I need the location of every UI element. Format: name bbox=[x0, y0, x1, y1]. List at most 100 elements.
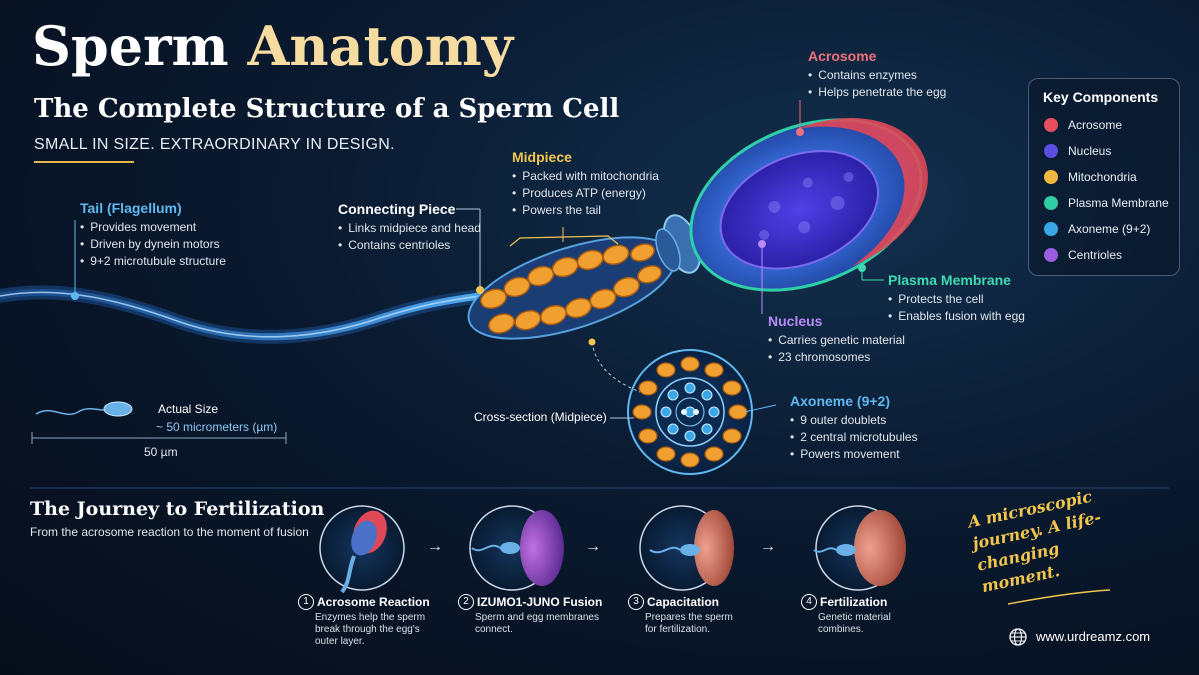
nucleus-points: Carries genetic material 23 chromosomes bbox=[768, 332, 905, 366]
membrane-points: Protects the cell Enables fusion with eg… bbox=[888, 291, 1025, 325]
axoneme-label-block: Axoneme (9+2) 9 outer doublets 2 central… bbox=[790, 393, 918, 463]
quote-underline bbox=[1007, 589, 1111, 605]
journey-subtitle: From the acrosome reaction to the moment… bbox=[30, 525, 309, 539]
arrow-icon: → bbox=[760, 538, 776, 555]
journey-title: The Journey to Fertilization bbox=[30, 498, 325, 520]
acrosome-label: Acrosome bbox=[808, 48, 877, 64]
legend-item: Acrosome bbox=[1044, 116, 1122, 134]
midpiece bbox=[467, 236, 677, 340]
tail-label-block: Tail (Flagellum) Provides movement Drive… bbox=[80, 200, 226, 270]
list-item: Protects the cell bbox=[888, 291, 1025, 308]
step-desc: Sperm and egg membranes bbox=[475, 612, 599, 623]
legend-label: Acrosome bbox=[1068, 118, 1123, 132]
list-item: Enables fusion with egg bbox=[888, 308, 1025, 325]
connecting-label-block: Connecting Piece Links midpiece and head… bbox=[338, 201, 481, 254]
legend-swatch bbox=[1044, 222, 1058, 236]
website-link[interactable]: www.urdreamz.com bbox=[1036, 629, 1151, 644]
midpiece-label: Midpiece bbox=[512, 149, 572, 165]
scale-label: 50 µm bbox=[144, 445, 178, 459]
tail-flagellum bbox=[0, 285, 487, 344]
legend-label: Nucleus bbox=[1068, 144, 1112, 158]
list-item: Provides movement bbox=[80, 219, 226, 236]
step-desc: Genetic material bbox=[818, 612, 891, 623]
size-title: Actual Size bbox=[158, 402, 219, 416]
midpiece-points: Packed with mitochondria Produces ATP (e… bbox=[512, 168, 659, 219]
legend-swatch bbox=[1044, 248, 1058, 262]
connecting-label: Connecting Piece bbox=[338, 201, 456, 217]
step-number: 4 bbox=[801, 594, 817, 610]
step-desc: for fertilization. bbox=[645, 624, 711, 635]
tagline: SMALL IN SIZE. EXTRAORDINARY IN DESIGN. bbox=[34, 136, 395, 153]
nucleus-label-block: Nucleus Carries genetic material 23 chro… bbox=[768, 313, 905, 366]
page-title: Sperm Anatomy bbox=[32, 14, 513, 78]
step-title: Fertilization bbox=[820, 595, 888, 609]
legend-swatch bbox=[1044, 144, 1058, 158]
step-3-image bbox=[639, 505, 734, 591]
title-word-1: Sperm bbox=[32, 14, 229, 78]
list-item: Powers the tail bbox=[512, 202, 659, 219]
legend-item: Axoneme (9+2) bbox=[1044, 220, 1150, 238]
step-1-image bbox=[319, 505, 405, 594]
list-item: Produces ATP (energy) bbox=[512, 185, 659, 202]
list-item: Contains centrioles bbox=[338, 237, 481, 254]
cross-section-label: Cross-section (Midpiece) bbox=[474, 410, 607, 424]
list-item: 2 central microtubules bbox=[790, 429, 917, 446]
legend-item: Plasma Membrane bbox=[1044, 194, 1169, 212]
list-item: Driven by dynein motors bbox=[80, 236, 226, 253]
sperm-head bbox=[689, 117, 928, 292]
list-item: 9 outer doublets bbox=[790, 412, 918, 429]
legend-item: Centrioles bbox=[1044, 246, 1122, 264]
step-title: IZUMO1-JUNO Fusion bbox=[477, 595, 603, 609]
axoneme-label: Axoneme (9+2) bbox=[790, 393, 890, 409]
globe-icon bbox=[1009, 628, 1027, 646]
tagline-rule bbox=[34, 161, 134, 163]
step-number: 1 bbox=[298, 594, 314, 610]
legend-label: Centrioles bbox=[1068, 248, 1123, 262]
midpiece-bracket bbox=[509, 235, 619, 247]
list-item: Packed with mitochondria bbox=[512, 168, 659, 185]
step-title: Acrosome Reaction bbox=[317, 595, 430, 609]
legend-label: Mitochondria bbox=[1068, 170, 1137, 184]
legend-swatch bbox=[1044, 196, 1058, 210]
nucleus-label: Nucleus bbox=[768, 313, 823, 329]
step-4-image bbox=[813, 505, 906, 591]
list-item: 9+2 microtubule structure bbox=[80, 253, 226, 270]
axoneme-points: 9 outer doublets 2 central microtubules … bbox=[790, 412, 918, 463]
leader-dots bbox=[71, 128, 866, 346]
cross-section bbox=[627, 349, 753, 475]
legend-label: Plasma Membrane bbox=[1068, 196, 1169, 210]
legend-item: Nucleus bbox=[1044, 142, 1111, 160]
size-value: ~ 50 micrometers (µm) bbox=[156, 420, 278, 434]
legend-swatch bbox=[1044, 170, 1058, 184]
step-title: Capacitation bbox=[647, 595, 720, 609]
list-item: Helps penetrate the egg bbox=[808, 84, 946, 101]
legend-panel: Key Components Acrosome Nucleus Mitochon… bbox=[1028, 78, 1180, 276]
list-item: Links midpiece and head bbox=[338, 220, 481, 237]
step-desc: Enzymes help the sperm bbox=[315, 612, 426, 623]
legend-title: Key Components bbox=[1043, 89, 1159, 105]
legend-swatch bbox=[1044, 118, 1058, 132]
step-desc: combines. bbox=[818, 624, 864, 635]
step-desc: Prepares the sperm bbox=[645, 612, 733, 623]
legend-label: Axoneme (9+2) bbox=[1068, 222, 1151, 236]
list-item: Powers movement bbox=[790, 446, 918, 463]
connecting-points: Links midpiece and head Contains centrio… bbox=[338, 220, 481, 254]
list-item: 23 chromosomes bbox=[768, 349, 905, 366]
legend-item: Mitochondria bbox=[1044, 168, 1137, 186]
midpiece-label-block: Midpiece Packed with mitochondria Produc… bbox=[512, 149, 659, 219]
title-word-2: Anatomy bbox=[247, 14, 514, 78]
membrane-label: Plasma Membrane bbox=[888, 272, 1011, 288]
size-illustration bbox=[31, 401, 287, 444]
step-number: 2 bbox=[458, 594, 474, 610]
membrane-label-block: Plasma Membrane Protects the cell Enable… bbox=[888, 272, 1025, 325]
tail-label: Tail (Flagellum) bbox=[80, 200, 182, 216]
acrosome-label-block: Acrosome Contains enzymes Helps penetrat… bbox=[808, 48, 946, 101]
step-number: 3 bbox=[628, 594, 644, 610]
arrow-icon: → bbox=[427, 538, 443, 555]
